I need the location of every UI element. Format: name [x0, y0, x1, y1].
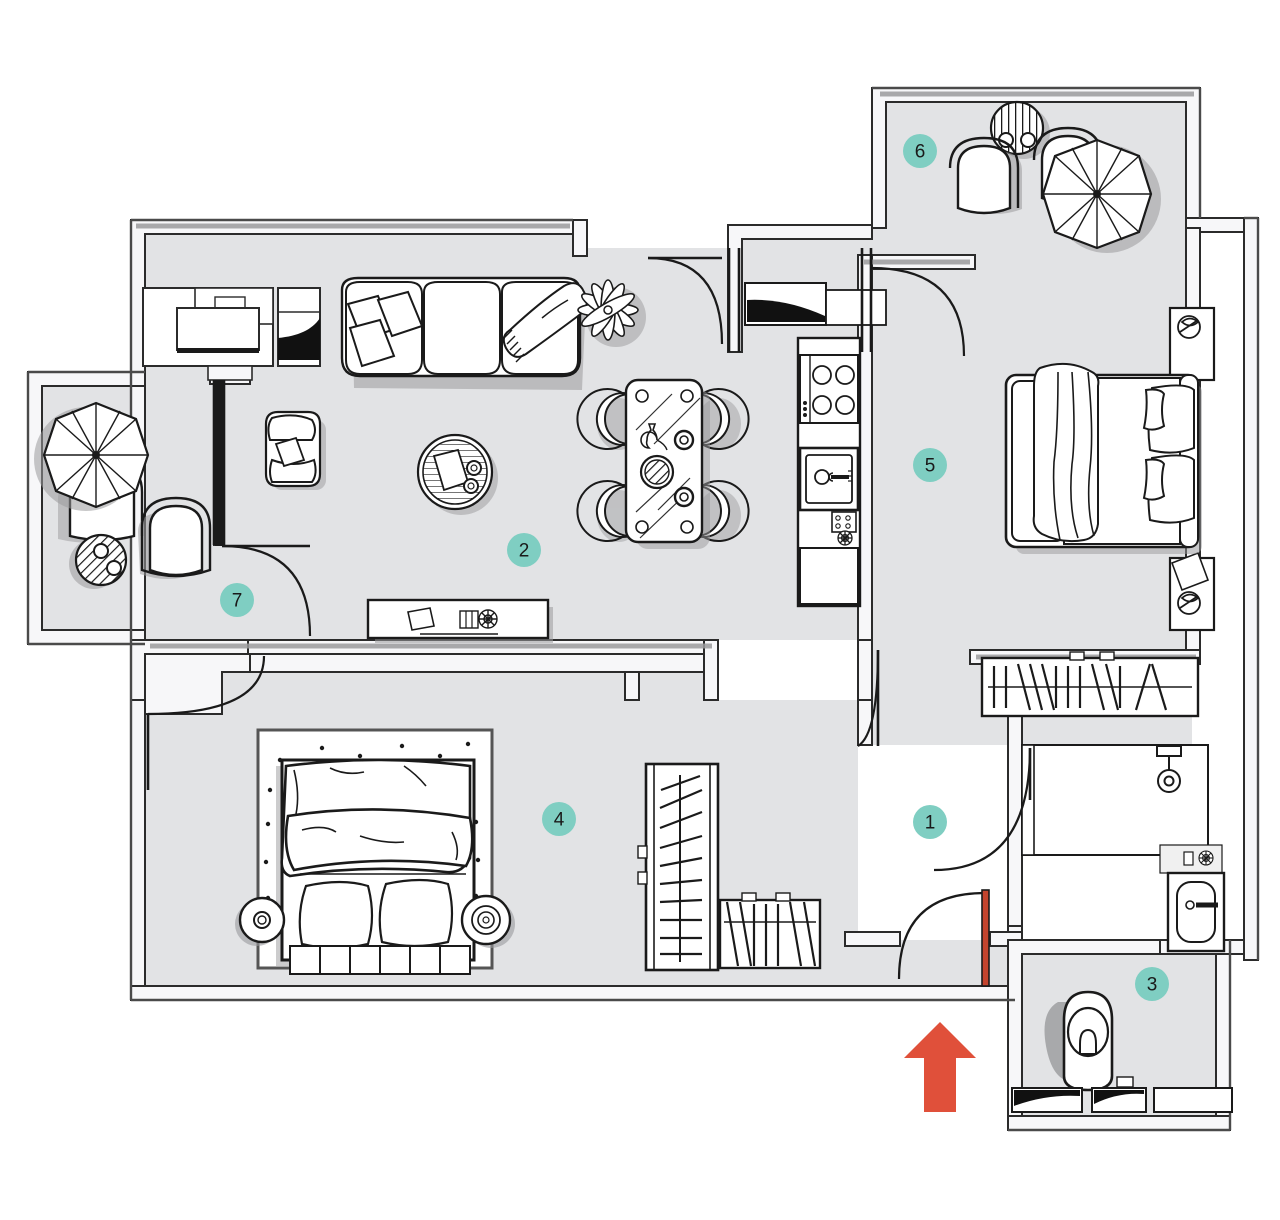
- door-swing-bath: [933, 747, 1032, 872]
- main-entrance-door: [981, 889, 990, 987]
- wardrobe: [980, 651, 1200, 718]
- bed-pillow: [298, 878, 454, 950]
- room-badge-label: 4: [554, 810, 565, 831]
- sofa-throw-blanket: [502, 282, 588, 363]
- room-badge-label: 5: [925, 456, 936, 477]
- hall-fixtures: [1021, 744, 1226, 953]
- table-lamp: [1177, 315, 1201, 339]
- room-badge-bedroom-two[interactable]: 4: [542, 802, 576, 836]
- pendant-light: [1156, 745, 1182, 793]
- balcony-seven-furniture: [34, 401, 212, 589]
- room-badge-circle: [507, 533, 541, 567]
- wall-outlines: [26, 86, 1260, 1132]
- armchair: [264, 410, 326, 490]
- room-badge-living-balcony[interactable]: 7: [220, 583, 254, 617]
- toilet: [1062, 990, 1114, 1092]
- potted-plant: [577, 279, 646, 347]
- kitchen-appliance: [799, 511, 859, 605]
- room-badge-circle: [220, 583, 254, 617]
- bath-shelf: [1011, 1087, 1233, 1113]
- door-swing-bedroom4: [147, 655, 266, 716]
- room-badge-label: 3: [1147, 975, 1158, 996]
- fruit-bowl: [639, 454, 675, 490]
- room-badge-hallway-entry[interactable]: 1: [913, 805, 947, 839]
- bedroom-two-furniture: [235, 728, 822, 975]
- window-marks: [212, 248, 873, 545]
- room-badge-label: 1: [925, 813, 936, 834]
- nightstand: [235, 894, 515, 948]
- room-badge-circle: [913, 805, 947, 839]
- outdoor-parasol: [1041, 138, 1161, 253]
- room-badge-circle: [903, 134, 937, 168]
- room-badge-label: 6: [915, 142, 926, 163]
- console-sideboard: [366, 598, 553, 643]
- room-badge-living-dining-room[interactable]: 2: [507, 533, 541, 567]
- room-badge-label: 7: [232, 591, 243, 612]
- outdoor-tub-chair: [138, 496, 212, 579]
- room-badge-circle: [542, 802, 576, 836]
- room-badge-master-balcony[interactable]: 6: [903, 134, 937, 168]
- tv-screen: [277, 287, 321, 367]
- dining-table: [624, 378, 704, 544]
- dresser: [718, 892, 822, 970]
- room-badge-circle: [1135, 967, 1169, 1001]
- master-bedroom-furniture: [980, 306, 1216, 718]
- kitchen-sink: [798, 446, 860, 512]
- tv-unit: [142, 287, 274, 546]
- doors: [146, 256, 1032, 980]
- wardrobe: [637, 762, 720, 972]
- double-bed: [276, 758, 476, 975]
- door-swing-entry: [897, 891, 986, 980]
- double-bed: [1004, 362, 1202, 554]
- room-number-badges[interactable]: 1 2 3 4 5 6 7: [220, 134, 1169, 1001]
- sofa-cushion: [346, 290, 424, 368]
- outdoor-parasol: [34, 401, 150, 511]
- balcony-six-furniture: [948, 100, 1161, 253]
- outdoor-side-table: [69, 533, 128, 589]
- room-badge-label: 2: [519, 541, 530, 562]
- bed-throw: [1032, 362, 1100, 543]
- washbasin: [1159, 844, 1226, 953]
- toilet-room: [1011, 990, 1233, 1113]
- laundry-appliance: [744, 282, 887, 326]
- room-badge-guest-toilet[interactable]: 3: [1135, 967, 1169, 1001]
- table-lamp: [1177, 591, 1201, 615]
- room-badge-circle: [913, 448, 947, 482]
- entry-direction-arrow: [904, 1022, 976, 1112]
- kitchen-hob: [799, 354, 859, 424]
- kitchen: [744, 282, 887, 608]
- three-seat-sofa: [340, 276, 588, 390]
- door-swing-balcony6: [871, 266, 966, 357]
- bed-pillow: [1142, 384, 1195, 524]
- living-dining-furniture: [142, 276, 750, 643]
- door-swing-balcony7: [221, 544, 312, 637]
- dining-table-set: [576, 378, 750, 549]
- outdoor-lounge-chair: [948, 136, 1022, 215]
- round-coffee-table: [416, 433, 498, 515]
- room-badge-master-bedroom[interactable]: 5: [913, 448, 947, 482]
